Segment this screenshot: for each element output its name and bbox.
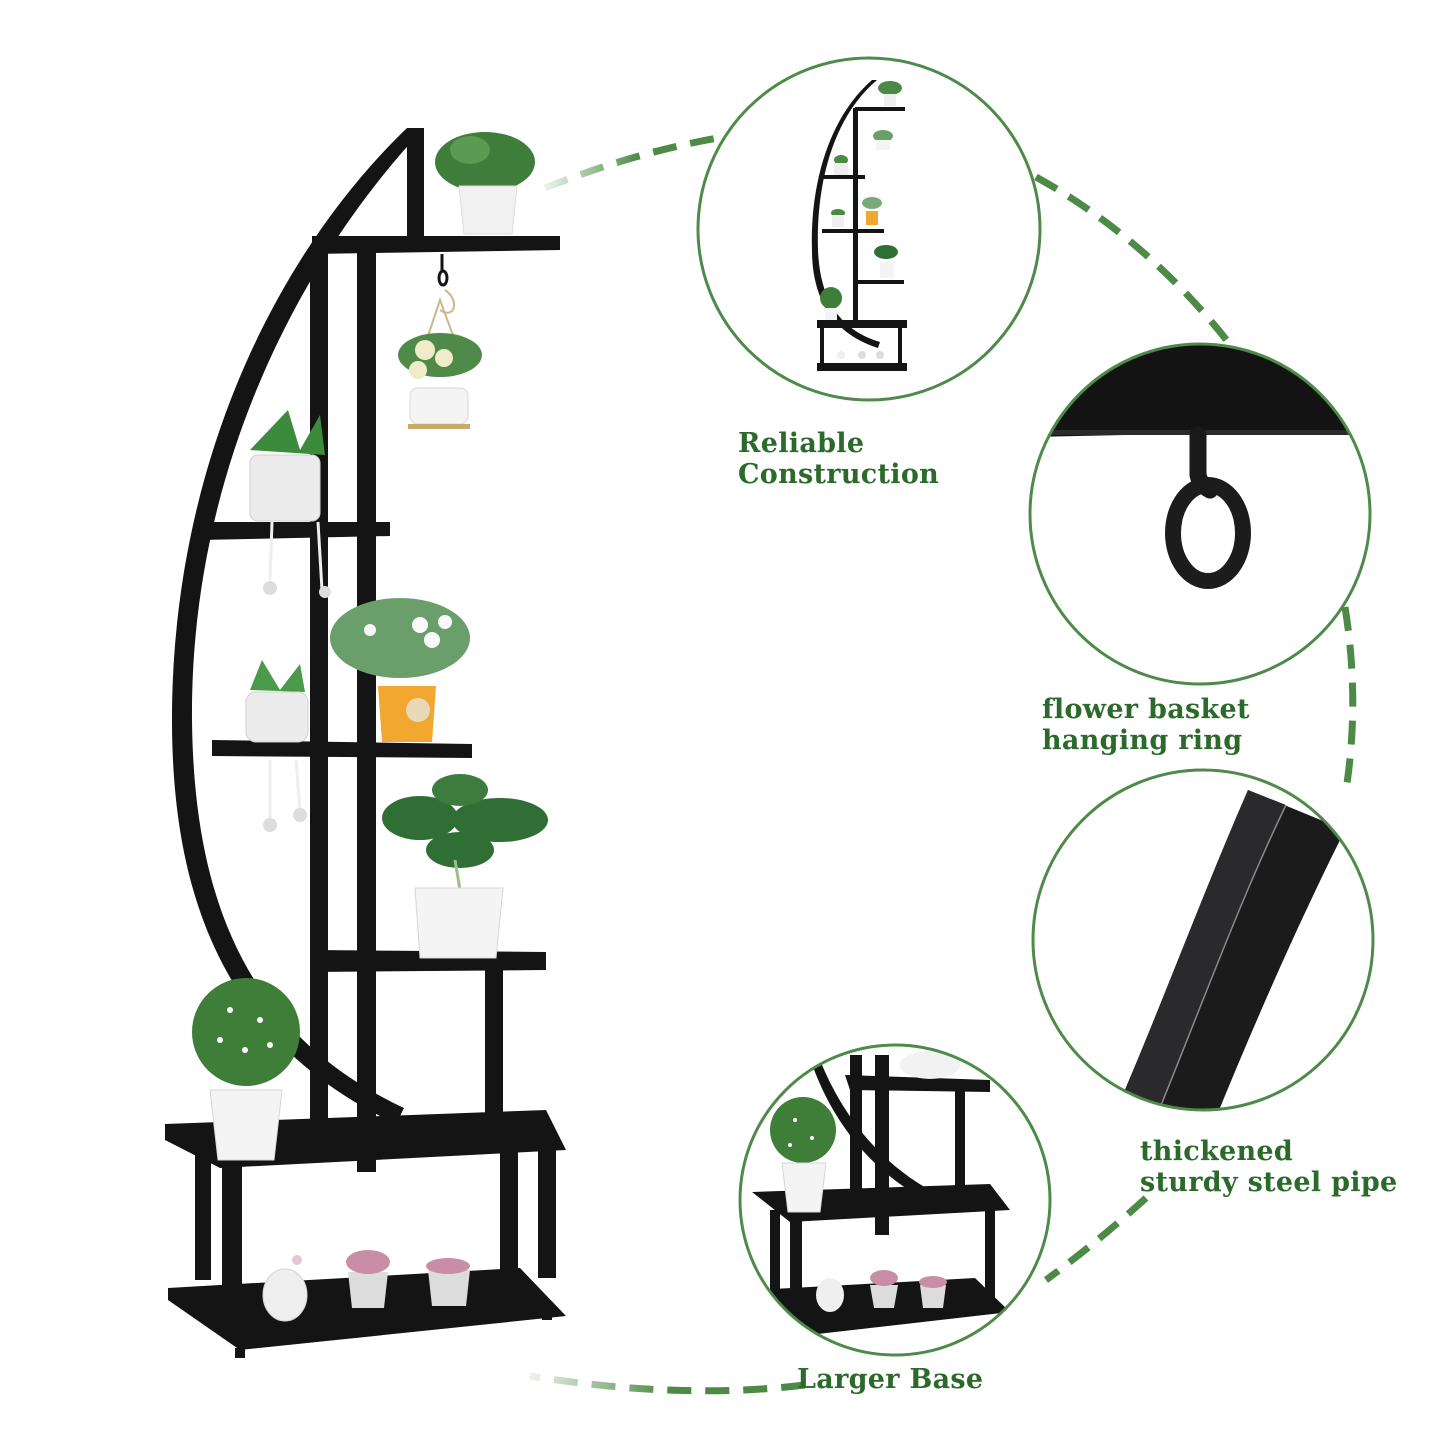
label-line: Construction bbox=[738, 459, 940, 491]
plant-mini-pots bbox=[262, 1250, 470, 1322]
label-reliable-construction: Reliable Construction bbox=[738, 428, 939, 490]
stand-frame bbox=[165, 128, 566, 1358]
callout-circle-4 bbox=[738, 1043, 1052, 1357]
callout-base-closeup bbox=[740, 1045, 1050, 1355]
label-line: sturdy steel pipe bbox=[1140, 1167, 1398, 1199]
plant-topiary bbox=[192, 978, 300, 1161]
plant-owl-pot bbox=[249, 410, 331, 598]
callout-hanging-ring-closeup bbox=[1030, 344, 1370, 684]
plant-calathea bbox=[382, 774, 548, 959]
hanging-basket bbox=[398, 254, 482, 429]
callout-circle-2 bbox=[1028, 342, 1372, 686]
plant-top bbox=[435, 132, 535, 235]
plant-orange-pot bbox=[330, 598, 470, 742]
callout-circle-1 bbox=[696, 56, 1042, 402]
label-line: Larger Base bbox=[797, 1364, 984, 1395]
label-line: thickened bbox=[1140, 1136, 1294, 1167]
label-line: Reliable bbox=[738, 428, 865, 459]
callout-construction-thumbnail bbox=[698, 58, 1040, 400]
callout-steel-pipe-closeup bbox=[1033, 770, 1373, 1110]
label-steel-pipe: thickened sturdy steel pipe bbox=[1140, 1136, 1397, 1198]
label-larger-base: Larger Base bbox=[797, 1364, 983, 1395]
plant-face-pot bbox=[245, 660, 309, 832]
label-line: hanging ring bbox=[1042, 725, 1243, 757]
label-hanging-ring: flower basket hanging ring bbox=[1042, 694, 1250, 756]
callout-circle-3 bbox=[1031, 768, 1375, 1112]
label-line: flower basket bbox=[1042, 694, 1250, 725]
